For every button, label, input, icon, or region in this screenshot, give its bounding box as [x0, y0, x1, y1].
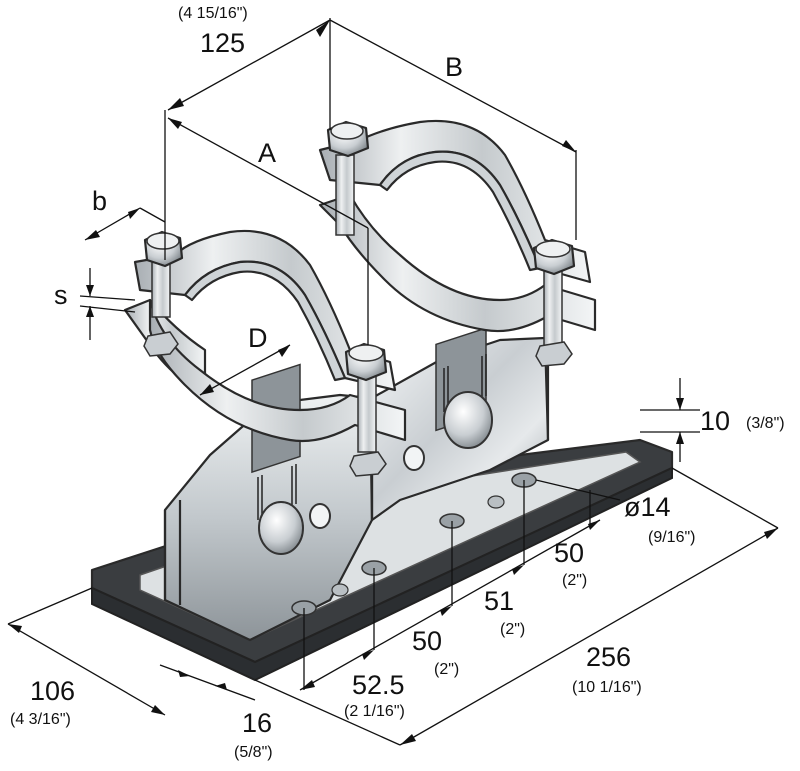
width-mm-label: 125: [200, 28, 245, 58]
depth-inch-label: (4 3/16"): [10, 711, 71, 728]
edge-mm-label: 16: [242, 708, 272, 738]
height-inch-label: (3/8"): [746, 415, 785, 432]
width-inch-label: (4 15/16"): [178, 5, 248, 22]
dim-b-lower-label: b: [92, 186, 107, 216]
dim-a-label: A: [258, 138, 276, 168]
offset-inch-label: (2 1/16"): [344, 703, 405, 720]
depth-mm-label: 106: [30, 676, 75, 706]
bolt-rear-left: [326, 120, 370, 236]
bolt-rear-right: [532, 238, 576, 367]
edge-inch-label: (5/8"): [234, 744, 273, 761]
length-mm-label: 256: [586, 642, 631, 672]
hole-inch-label: (9/16"): [648, 529, 695, 546]
adjust-knob-left: [258, 501, 304, 555]
pitch1-mm-label: 50: [554, 538, 584, 568]
hole-mm-label: ø14: [624, 492, 671, 522]
pitch2-mm-label: 51: [484, 586, 514, 616]
pipe-clamp-rear: [318, 119, 597, 333]
pitch1-inch-label: (2"): [562, 572, 587, 589]
dimension-lines: [7, 18, 779, 746]
dimension-labels: (4 15/16") 125 B A b s D 10 (3/8") ø14 (…: [10, 5, 785, 761]
dim-b-upper-label: B: [445, 52, 463, 82]
adjust-knob-right: [443, 391, 493, 449]
dim-s-label: s: [54, 280, 68, 310]
bolt-front-left: [143, 230, 184, 357]
height-mm-label: 10: [700, 406, 730, 436]
dim-d-label: D: [248, 323, 268, 353]
length-inch-label: (10 1/16"): [572, 679, 642, 696]
pitch3-inch-label: (2"): [434, 661, 459, 678]
bolt-front-right: [344, 342, 388, 477]
offset-mm-label: 52.5: [352, 670, 405, 700]
pitch2-inch-label: (2"): [500, 621, 525, 638]
pitch3-mm-label: 50: [412, 626, 442, 656]
